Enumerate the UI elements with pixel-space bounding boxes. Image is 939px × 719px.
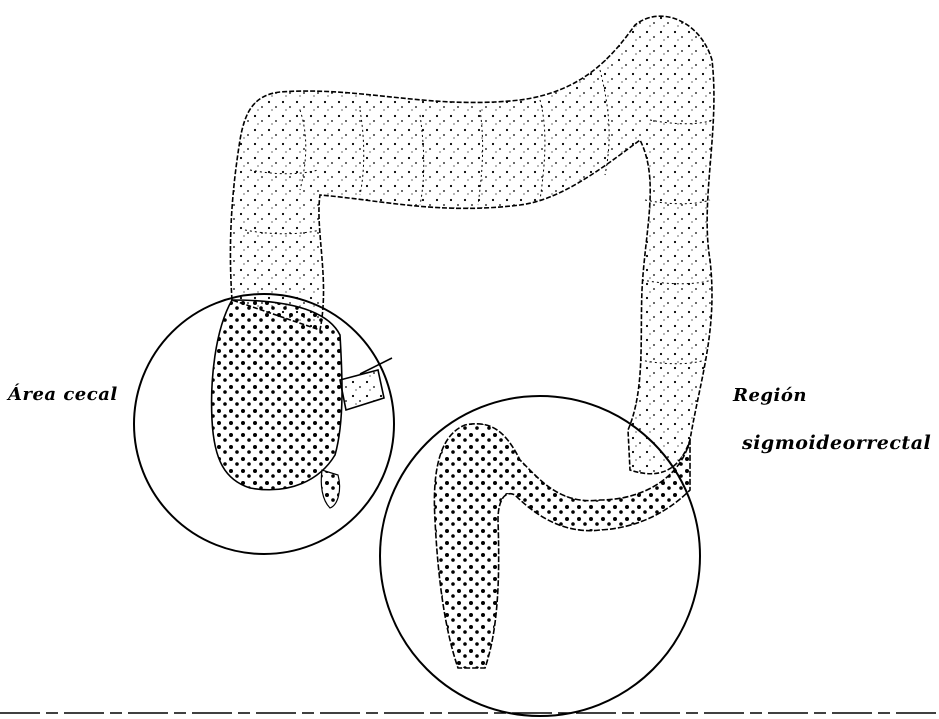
sigmoid-region-label-line2: sigmoideorrectal [742, 432, 931, 454]
cecal-area-label: Área cecal [8, 384, 118, 405]
appendix [321, 470, 339, 508]
cecum [212, 300, 342, 490]
ileum [340, 358, 392, 410]
sigmoid-region-label-line1: Región [733, 385, 807, 406]
